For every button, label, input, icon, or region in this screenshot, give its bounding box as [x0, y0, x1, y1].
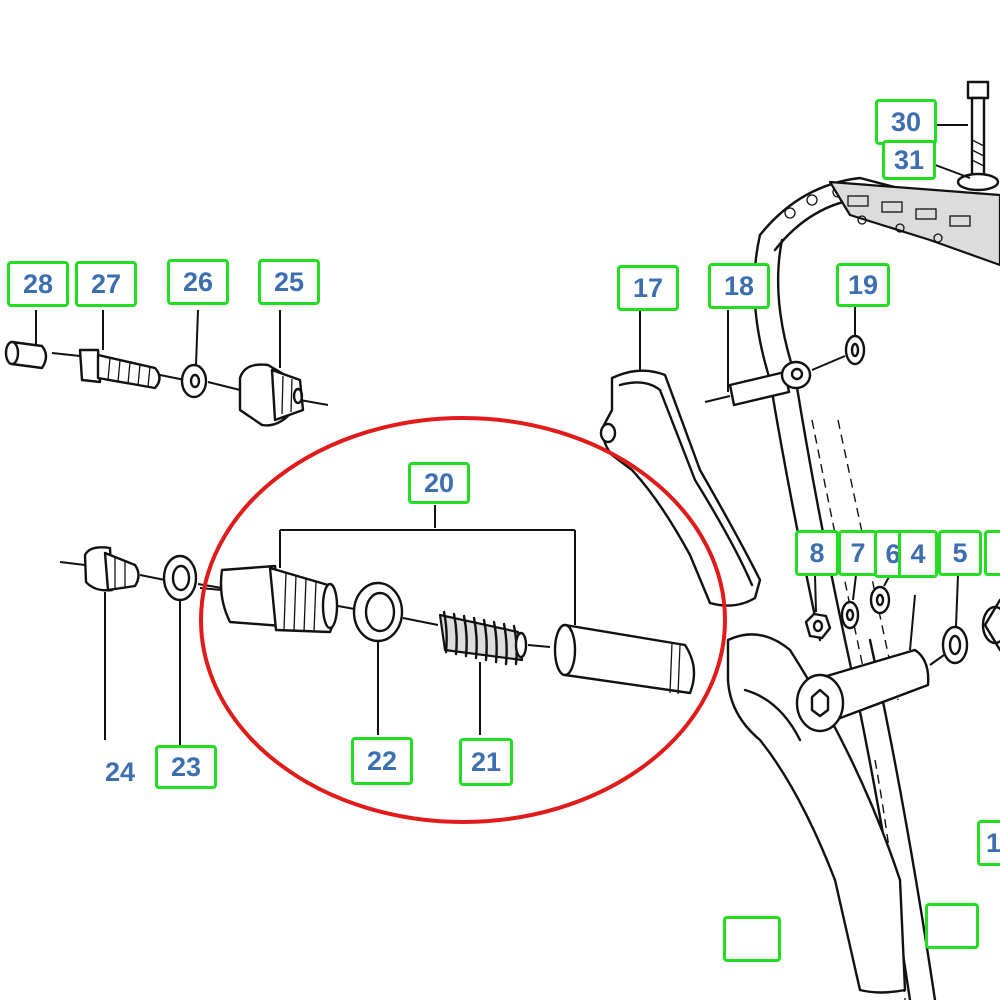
- callout-20: 20: [408, 462, 470, 504]
- fitting-24: [83, 546, 140, 740]
- callout-25: 25: [258, 259, 320, 305]
- callout-edge-bottom-a: [723, 916, 781, 962]
- callout-17: 17: [617, 265, 679, 311]
- callout-4: 4: [898, 530, 938, 578]
- callout-8: 8: [795, 530, 839, 576]
- washer-5: [929, 574, 969, 666]
- callout-5: 5: [938, 530, 982, 576]
- callout-30: 30: [875, 99, 937, 145]
- axis-line-top: [51, 352, 329, 406]
- bolt-27: [78, 310, 161, 390]
- callout-26: 26: [167, 259, 229, 305]
- callout-7: 7: [838, 530, 878, 576]
- seal-ring-22: [352, 581, 439, 735]
- washer-26: [180, 309, 208, 399]
- callout-21: 21: [459, 738, 513, 786]
- callout-22: 22: [351, 737, 413, 785]
- leaders-top: [639, 124, 971, 392]
- washer-7: [840, 574, 860, 630]
- callout-27: 27: [75, 261, 137, 307]
- label-24: 24: [104, 756, 136, 787]
- washer-23: [162, 554, 198, 745]
- pin-4: [795, 594, 930, 733]
- callout-23: 23: [155, 745, 217, 789]
- callout-28: 28: [7, 261, 69, 307]
- callout-18: 18: [708, 263, 770, 309]
- pin-28: [4, 310, 48, 370]
- washer-6: [869, 574, 891, 615]
- highlight-ellipse-group-20: [199, 416, 727, 824]
- edge-part-right: [981, 598, 1000, 652]
- callout-31: 31: [882, 140, 936, 180]
- plunger-20: [553, 623, 696, 695]
- sleeve-20: [199, 564, 361, 634]
- spring-21: [438, 610, 551, 735]
- timing-chain: [753, 176, 1000, 382]
- group-20-bracket: [279, 505, 576, 625]
- guide-bracket: [726, 633, 907, 994]
- nut-25: [238, 310, 305, 427]
- pin-18: [704, 355, 846, 407]
- callout-19: 19: [836, 263, 890, 307]
- callout-1: 1: [977, 820, 1000, 866]
- nut-8: [804, 574, 832, 640]
- callout-edge-right: [984, 530, 1000, 576]
- callout-edge-bottom-b: [925, 903, 979, 949]
- axis-line-mid: [59, 561, 223, 589]
